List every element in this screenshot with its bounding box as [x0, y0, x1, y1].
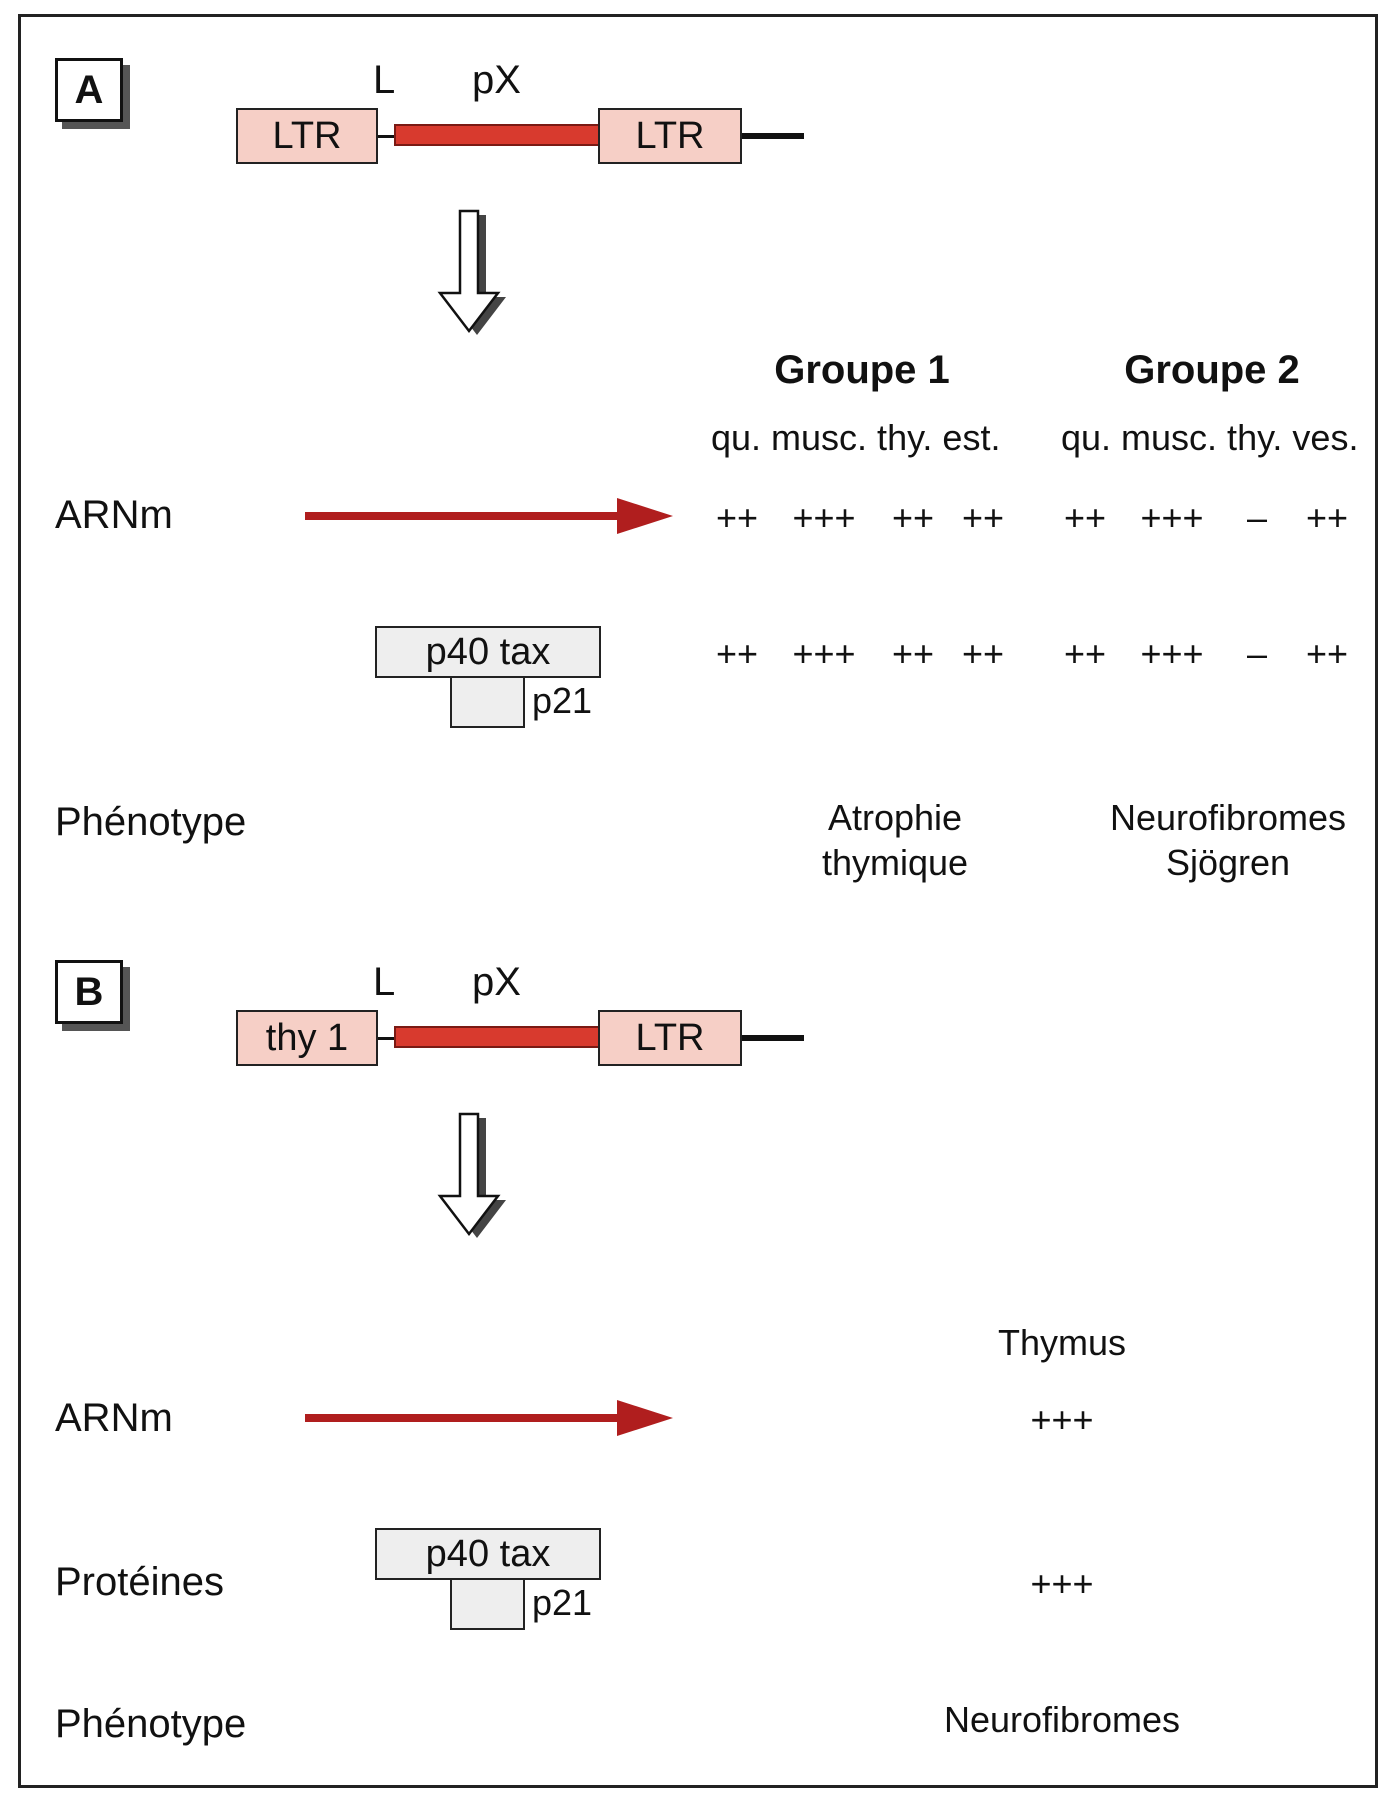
panel-a-label-px: pX [472, 58, 521, 102]
panel-b-p21-label: p21 [532, 1582, 593, 1623]
panel-b-protein-value: +++ [1030, 1563, 1094, 1604]
thymus-column-title: Thymus [997, 1322, 1127, 1363]
panel-b-tag: B [55, 960, 123, 1024]
protein-value: – [1246, 633, 1268, 674]
arnm-value: +++ [792, 497, 856, 538]
arnm-value: ++ [891, 497, 935, 538]
phenotype-g1-line1: Atrophie [827, 797, 963, 838]
protein-value: ++ [961, 633, 1005, 674]
protein-value: ++ [1063, 633, 1107, 674]
panel-b-phenotype-value: Neurofibromes [943, 1699, 1181, 1740]
panel-a-label-l: L [373, 58, 396, 102]
panel-a-tag: A [55, 58, 123, 122]
protein-value: +++ [1140, 633, 1204, 674]
panel-b-mrna-arrow [305, 1400, 673, 1436]
panel-b-phenotype-label: Phénotype [55, 1702, 247, 1746]
phenotype-g1-line2: thymique [821, 842, 969, 883]
panel-a-phenotype-label: Phénotype [55, 800, 247, 844]
panel-a-p21-label: p21 [532, 680, 593, 721]
panel-b-tail-line [742, 1035, 804, 1041]
panel-a-mrna-arrow [305, 498, 673, 534]
protein-value: ++ [715, 633, 759, 674]
panel-b-p21-box [450, 1578, 525, 1630]
phenotype-g2-line2: Sjögren [1165, 842, 1291, 883]
protein-value: +++ [792, 633, 856, 674]
arnm-value: +++ [1140, 497, 1204, 538]
panel-b-down-arrow [437, 1112, 506, 1238]
group2-tissues: qu. musc. thy. ves. [1061, 417, 1359, 458]
arnm-value: ++ [1305, 497, 1349, 538]
arnm-value: – [1246, 497, 1268, 538]
group2-title: Groupe 2 [1124, 348, 1300, 392]
panel-b-label-px: pX [472, 960, 521, 1004]
group1-tissues: qu. musc. thy. est. [711, 417, 1001, 458]
panel-a-ltr-left-box: LTR [236, 108, 378, 164]
figure-frame [18, 14, 1378, 1788]
panel-a-p40-tax-box: p40 tax [375, 626, 601, 678]
protein-value: ++ [1305, 633, 1349, 674]
protein-value: ++ [891, 633, 935, 674]
panel-a-connector [378, 135, 394, 138]
panel-b-thy1-box: thy 1 [236, 1010, 378, 1066]
arnm-value: ++ [715, 497, 759, 538]
panel-a-arnm-label: ARNm [55, 493, 173, 537]
panel-a-ltr-right-box: LTR [598, 108, 742, 164]
panel-a-p21-box [450, 676, 525, 728]
panel-b-ltr-box: LTR [598, 1010, 742, 1066]
arnm-value: ++ [1063, 497, 1107, 538]
panel-a-px-bar [394, 124, 600, 146]
panel-b-label-l: L [373, 960, 396, 1004]
arnm-value: ++ [961, 497, 1005, 538]
panel-b-px-bar [394, 1026, 600, 1048]
group1-title: Groupe 1 [774, 348, 950, 392]
panel-b-proteines-label: Protéines [55, 1560, 224, 1604]
panel-b-arnm-value: +++ [1030, 1399, 1094, 1440]
phenotype-g2-line1: Neurofibromes [1109, 797, 1347, 838]
panel-b-arnm-label: ARNm [55, 1396, 173, 1440]
panel-a-down-arrow [437, 209, 506, 335]
panel-b-p40-tax-box: p40 tax [375, 1528, 601, 1580]
panel-b-connector [378, 1037, 394, 1040]
panel-a-tail-line [742, 133, 804, 139]
